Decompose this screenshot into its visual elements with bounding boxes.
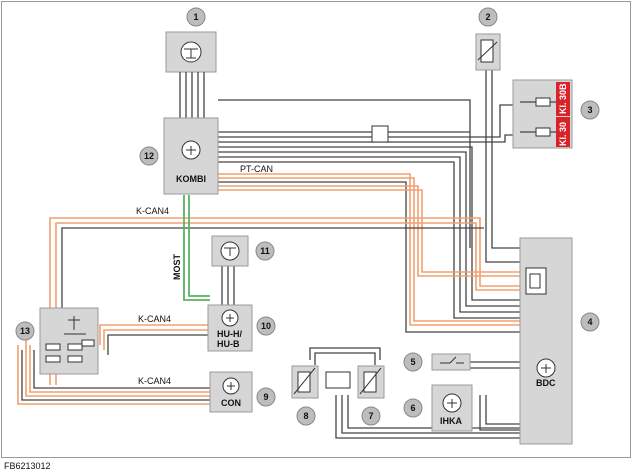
module-11 bbox=[211, 235, 249, 267]
kombi-module: KOMBI bbox=[163, 117, 219, 195]
inline-connector bbox=[371, 125, 389, 143]
bdc-module: BDC bbox=[519, 237, 573, 445]
svg-text:2: 2 bbox=[485, 12, 490, 22]
callout-10: 10 bbox=[256, 316, 276, 336]
svg-text:3: 3 bbox=[587, 105, 592, 115]
callout-12: 12 bbox=[139, 146, 159, 166]
module-1 bbox=[165, 31, 217, 118]
connector-block bbox=[325, 371, 351, 389]
callout-8: 8 bbox=[296, 406, 316, 426]
diagram-frame bbox=[1, 1, 631, 458]
svg-text:10: 10 bbox=[261, 321, 271, 331]
module-5 bbox=[431, 353, 471, 371]
hu-label-2: HU-B bbox=[217, 339, 240, 349]
callout-5: 5 bbox=[403, 352, 423, 372]
svg-text:8: 8 bbox=[303, 411, 308, 421]
k-can4-mid-label: K-CAN4 bbox=[138, 314, 171, 324]
svg-text:12: 12 bbox=[144, 151, 154, 161]
callout-2: 2 bbox=[478, 7, 498, 27]
kl30b-label: Kl. 30B bbox=[558, 83, 568, 114]
pt-can-label: PT-CAN bbox=[240, 164, 273, 174]
module-2 bbox=[475, 33, 501, 71]
svg-text:9: 9 bbox=[263, 392, 268, 402]
ihka-module: IHKA bbox=[431, 384, 473, 432]
callout-11: 11 bbox=[255, 241, 275, 261]
svg-text:11: 11 bbox=[260, 246, 270, 256]
callout-4: 4 bbox=[580, 312, 600, 332]
ihka-label: IHKA bbox=[440, 416, 462, 426]
hu-module: HU-H/ HU-B bbox=[207, 304, 253, 352]
most-label: MOST bbox=[172, 253, 182, 280]
callout-6: 6 bbox=[403, 398, 423, 418]
module-7 bbox=[357, 365, 385, 399]
kombi-label: KOMBI bbox=[176, 174, 206, 184]
callout-1: 1 bbox=[186, 7, 206, 27]
con-label: CON bbox=[221, 398, 241, 408]
svg-text:4: 4 bbox=[587, 317, 592, 327]
svg-text:7: 7 bbox=[368, 411, 373, 421]
hu-label-1: HU-H/ bbox=[217, 329, 242, 339]
k-can4-top-label: K-CAN4 bbox=[136, 206, 169, 216]
kl30-label: Kl. 30 bbox=[558, 122, 568, 146]
callout-9: 9 bbox=[256, 387, 276, 407]
module-13 bbox=[39, 307, 99, 375]
svg-text:6: 6 bbox=[410, 403, 415, 413]
con-module: CON bbox=[209, 371, 253, 413]
callout-13: 13 bbox=[15, 321, 35, 341]
module-8 bbox=[291, 365, 319, 399]
callout-3: 3 bbox=[580, 100, 600, 120]
k-can4-low-label: K-CAN4 bbox=[138, 376, 171, 386]
module-3-terminals: Kl. 30B Kl. 30 bbox=[512, 79, 573, 149]
svg-text:13: 13 bbox=[20, 326, 30, 336]
callout-7: 7 bbox=[361, 406, 381, 426]
svg-text:5: 5 bbox=[410, 357, 415, 367]
svg-text:1: 1 bbox=[193, 12, 198, 22]
bdc-label: BDC bbox=[536, 378, 556, 388]
image-id-label: FB6213012 bbox=[4, 461, 51, 471]
